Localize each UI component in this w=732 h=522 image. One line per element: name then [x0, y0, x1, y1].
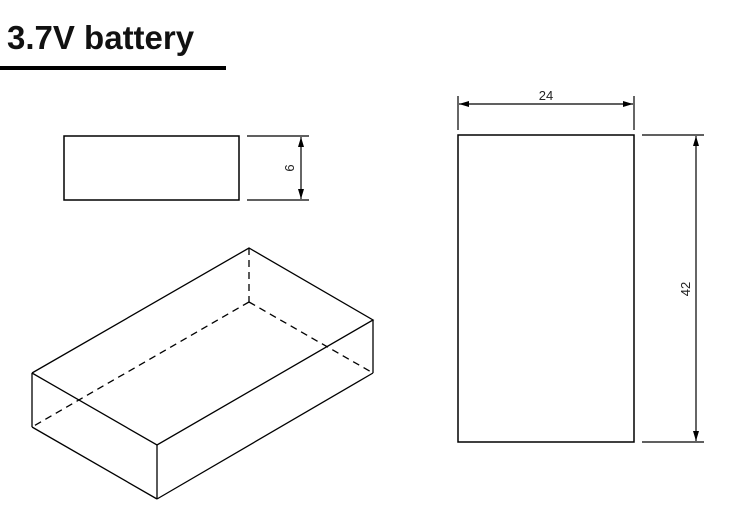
- dimension-9: 9: [247, 135, 309, 201]
- dimension-24: 24: [457, 88, 635, 130]
- isometric-view: [31, 247, 375, 500]
- isometric-bottom-right-edge: [156, 372, 374, 500]
- dimension-text-24: 24: [539, 88, 553, 103]
- title-underline: [0, 66, 226, 70]
- hidden-back-right-edge: [248, 301, 374, 374]
- isometric-top-face: [31, 247, 375, 446]
- top-view: 24 42: [457, 88, 704, 443]
- page-title: 3.7V battery: [7, 19, 195, 56]
- side-view-rectangle: [63, 135, 240, 201]
- dimension-text-9: 9: [282, 164, 297, 171]
- side-view: 9: [63, 135, 309, 201]
- dimension-42: 42: [642, 134, 704, 443]
- isometric-hidden-edges: [31, 248, 374, 428]
- top-view-rectangle: [457, 134, 635, 443]
- isometric-bottom-left-edge: [31, 426, 158, 500]
- hidden-back-left-edge: [31, 301, 250, 428]
- dimension-text-42: 42: [678, 282, 693, 296]
